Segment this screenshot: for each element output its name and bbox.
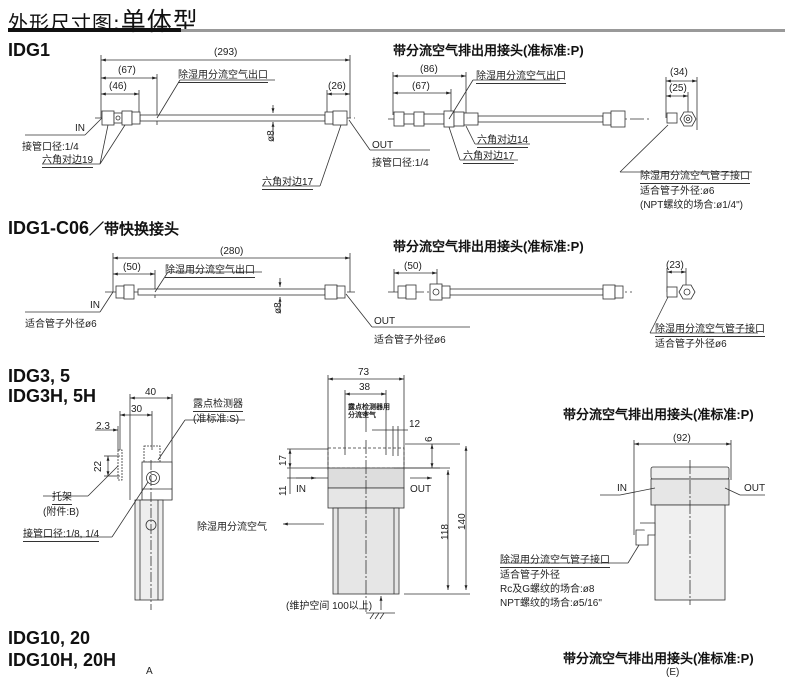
idg1-dim-overall: (293) — [214, 47, 238, 58]
idg3-port: 接管口径:1/8, 1/4 — [23, 525, 100, 542]
idg1c06-outlet-label: 除湿用分流空气出口 — [165, 261, 255, 278]
idg3-maint-space: (维护空间 100以上) — [286, 601, 373, 612]
idg10-variant-title: 带分流空气排出用接头(准标准:P) — [563, 651, 754, 666]
idg1-dim-67: (67) — [118, 65, 136, 76]
idg1c06-out-tube: 适合管子外径ø6 — [374, 335, 446, 346]
idg3-dew-air-line2: 分流空气 — [348, 411, 376, 419]
idg1-dim-46: (46) — [109, 81, 127, 92]
idg1v-hex14: 六角对边14 — [477, 131, 529, 148]
idg10-partial-a: A — [146, 666, 153, 677]
idg1c06v-tube-od: 适合管子外径ø6 — [655, 339, 727, 350]
idg3-variant-drawing — [500, 440, 765, 605]
idg1-dim-dia8: ø8 — [266, 130, 277, 142]
idg1v-npt: (NPT螺纹的场合:ø1/4") — [640, 200, 743, 211]
idg3v-npt: NPT螺纹的场合:ø5/16" — [500, 598, 602, 609]
idg1c06-variant-drawing — [388, 268, 758, 334]
idg1v-tube-port: 除湿用分流空气管子接口 — [640, 167, 750, 184]
idg1-in-port: 接管口径:1/4 — [22, 142, 79, 153]
idg3-dim-118: 118 — [440, 524, 451, 540]
idg1c06-dim-dia8: ø8 — [273, 302, 284, 314]
idg3-dim-2-3: 2.3 — [96, 421, 110, 432]
idg1c06-main-drawing — [25, 253, 470, 328]
idg1-out-port: 接管口径:1/4 — [372, 158, 429, 169]
idg1c06v-dim-50: (50) — [404, 261, 422, 272]
idg1-outlet-label: 除湿用分流空气出口 — [178, 66, 268, 83]
idg3v-tube-od: 适合管子外径 — [500, 570, 560, 581]
model-idg10-line2: IDG10H, 20H — [8, 650, 117, 670]
idg3-bracket-acc: (附件:B) — [43, 507, 80, 518]
idg1v-dim-67: (67) — [412, 81, 430, 92]
idg1v-hex17: 六角对边17 — [463, 147, 515, 164]
idg3v-in-label: IN — [617, 483, 627, 494]
idg3-dim-22: 22 — [93, 460, 104, 472]
idg3v-dim-92: (92) — [673, 433, 691, 444]
idg1c06v-dim-23: (23) — [666, 260, 684, 271]
idg3-dew-sensor-std: (准标准:S) — [193, 414, 240, 425]
header-underline-gray — [181, 29, 785, 32]
model-idg1: IDG1 — [8, 40, 51, 60]
model-idg1-c06-suffix: ／带快换接头 — [89, 221, 180, 238]
idg1c06-in-label: IN — [90, 300, 100, 311]
idg1-in-label: IN — [75, 123, 85, 134]
idg3-side-drawing — [23, 394, 245, 610]
idg1-variant-drawing — [388, 72, 752, 173]
idg3v-tube-port: 除湿用分流空气管子接口 — [500, 551, 610, 568]
idg1-dim-26: (26) — [328, 81, 346, 92]
idg3-purge-air: 除湿用分流空气 — [197, 522, 267, 533]
model-idg1-c06: IDG1-C06／带快换接头 — [8, 218, 179, 239]
idg1-variant-title: 带分流空气排出用接头(准标准:P) — [393, 43, 584, 58]
idg3-in-label: IN — [296, 484, 306, 495]
idg3-dew-air-line1: 露点检测器用 — [348, 403, 390, 411]
idg1v-dim-25: (25) — [669, 83, 687, 94]
idg3-dim-40: 40 — [145, 387, 157, 398]
idg1v-dim-86: (86) — [420, 64, 438, 75]
idg1v-outlet-label: 除湿用分流空气出口 — [476, 67, 566, 84]
idg1-out-label: OUT — [372, 140, 394, 151]
idg1c06-dim-50: (50) — [123, 262, 141, 273]
idg1c06-dim-overall: (280) — [220, 246, 244, 257]
idg3-dew-air-label: 露点检测器用 分流空气 — [348, 403, 390, 419]
idg3-dim-12: 12 — [409, 419, 421, 430]
idg3-dim-140: 140 — [457, 513, 468, 530]
idg1c06-in-tube: 适合管子外径ø6 — [25, 319, 97, 330]
idg3v-rc-g: Rc及G螺纹的场合:ø8 — [500, 584, 595, 595]
idg3-dim-30: 30 — [131, 404, 143, 415]
idg3v-out-label: OUT — [744, 483, 766, 494]
model-idg1-c06-name: IDG1-C06 — [8, 218, 90, 238]
idg3-dew-sensor: 露点检测器 — [193, 395, 243, 412]
idg3-dim-11: 11 — [278, 485, 289, 496]
idg1c06-variant-title: 带分流空气排出用接头(准标准:P) — [393, 239, 584, 254]
idg3-dim-38: 38 — [359, 382, 371, 393]
idg1v-dim-34: (34) — [670, 67, 688, 78]
idg3-variant-title: 带分流空气排出用接头(准标准:P) — [563, 407, 754, 422]
model-idg10-line1: IDG10, 20 — [8, 628, 91, 648]
idg3-dim-73: 73 — [358, 367, 370, 378]
header-underline-dark — [8, 28, 181, 32]
model-idg3-line1: IDG3, 5 — [8, 366, 71, 386]
idg3-dim-6: 6 — [424, 436, 435, 442]
idg1c06-out-label: OUT — [374, 316, 396, 327]
model-idg3-line2: IDG3H, 5H — [8, 386, 97, 406]
idg1c06v-tube-port: 除湿用分流空气管子接口 — [655, 320, 765, 337]
idg1-main-drawing — [25, 55, 430, 187]
idg3-out-label: OUT — [410, 484, 432, 495]
idg10-partial-e: (E) — [666, 667, 680, 678]
idg1-hex17: 六角对边17 — [262, 173, 314, 190]
idg1-hex19: 六角对边19 — [42, 151, 94, 168]
idg3-dim-17: 17 — [278, 454, 289, 466]
idg3-front-drawing — [283, 375, 470, 620]
idg3-bracket: 托架 — [52, 488, 72, 505]
idg1v-tube-od: 适合管子外径:ø6 — [640, 186, 715, 197]
